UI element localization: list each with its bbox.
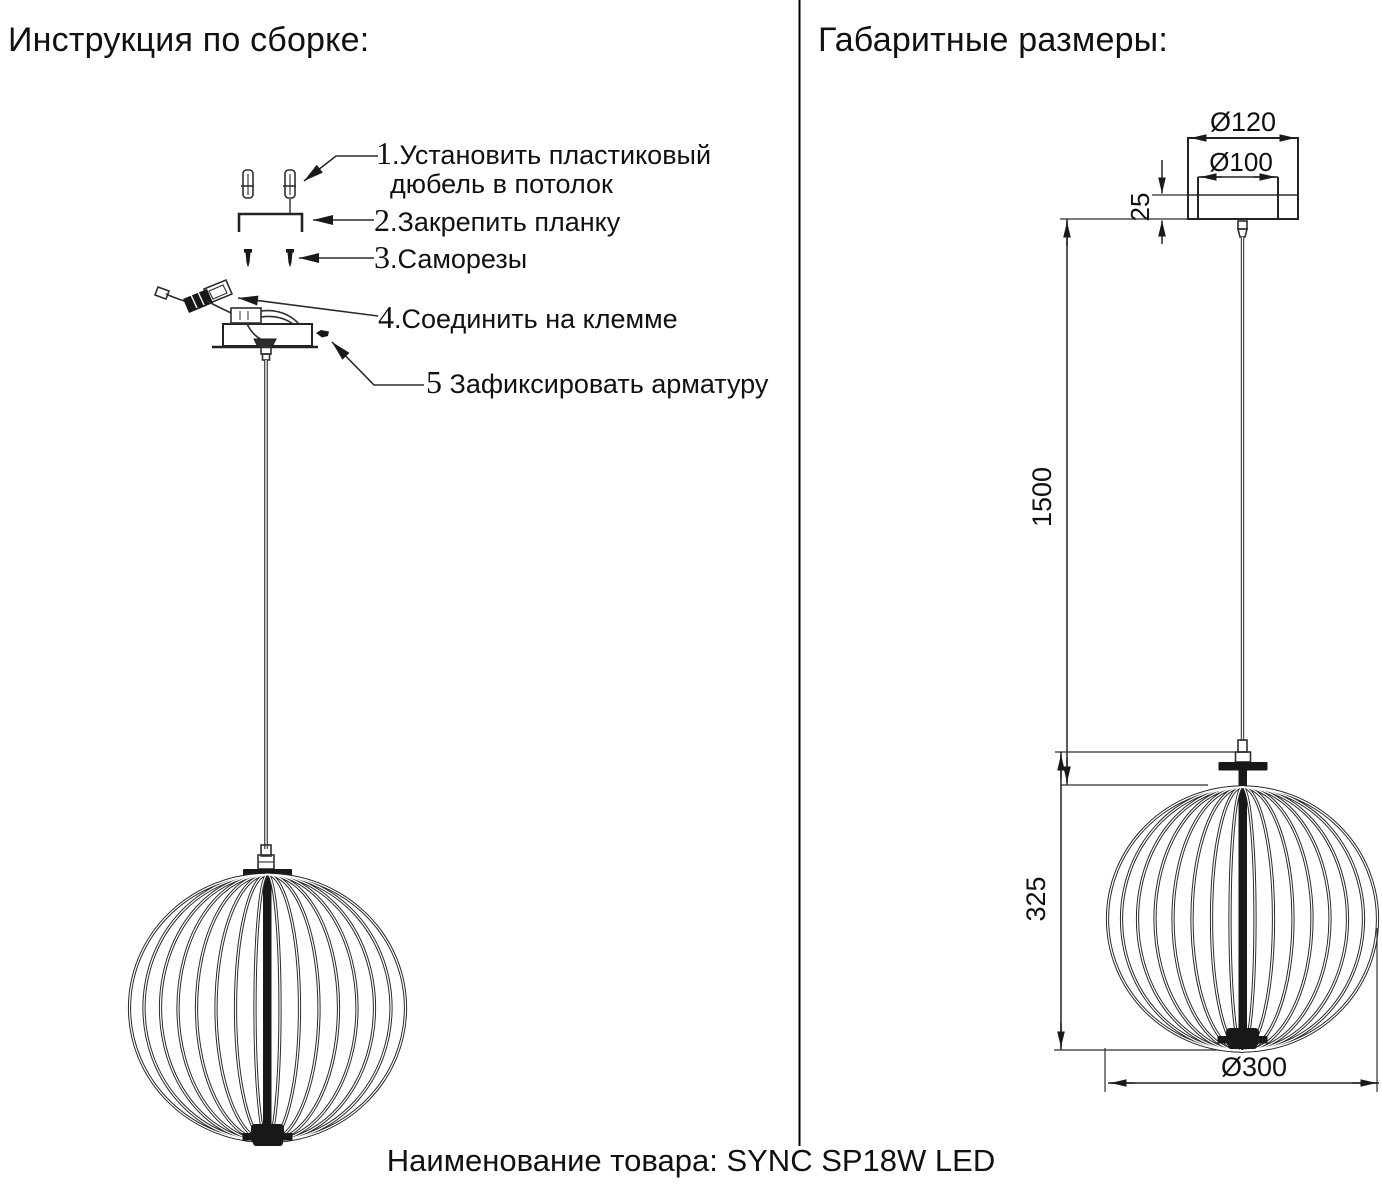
step-number: 1 [376,135,392,171]
sphere-center-rod [263,877,272,1134]
step-text: Установить пластиковый [399,140,712,170]
dimension-drawing: Ø120 Ø100 25 [1021,107,1380,1092]
step-text: Закрепить планку [397,207,621,237]
dim-suspension-length: 1500 [1027,218,1188,785]
step-text: Зафиксировать арматуру [449,369,769,399]
sphere-center-rod [1238,770,1247,1032]
power-plug [183,289,213,313]
terminal-block [230,307,262,324]
cage-sphere-right [1105,739,1380,1053]
suspension-wire-right [1236,220,1249,741]
fixing-screw [316,330,329,338]
canopy-outer-diameter-label: Ø120 [1210,107,1276,137]
body-height-label: 325 [1021,876,1051,921]
assembly-section-title: Инструкция по сборке: [8,21,370,59]
leader-lines [237,155,424,386]
dim-canopy-outer: Ø120 [1190,107,1296,142]
stem-cap [253,338,277,348]
plastic-dowels [241,169,296,199]
step-text: дюбель в потолок [390,169,613,199]
wire-plug-to-terminal [206,300,232,314]
assembly-step-4: 4.Соединить на клемме [378,299,678,335]
leader-step-5 [331,341,424,386]
assembly-step-1-line2: дюбель в потолок [390,169,613,200]
cage-sphere-left [127,844,408,1146]
canopy-height-label: 25 [1125,193,1155,222]
step-text: Соединить на клемме [401,304,678,334]
step-number: 2 [374,202,390,238]
assembly-step-2: 2.Закрепить планку [374,202,621,238]
sphere-bottom-cap [1217,1036,1268,1044]
step-number: 5 [426,364,442,400]
assembly-step-3: 3.Саморезы [374,239,528,275]
assembly-drawing [127,155,424,1146]
step-number: 4 [378,299,394,335]
step-text: Саморезы [397,244,528,274]
dim-canopy-height: 25 [1125,160,1188,244]
cage-wires-highlight [1106,786,1379,1052]
sphere-top-cap [1218,762,1268,771]
dimensions-section-title: Габаритные размеры: [818,21,1168,59]
mounting-bracket [237,199,304,232]
suspension-length-label: 1500 [1027,467,1057,527]
canopy-dimension-view [1187,137,1299,220]
wire-terminal-to-canopy [260,309,300,325]
step-number: 3 [374,239,390,275]
dim-sphere-diameter: Ø300 [1104,928,1379,1092]
assembly-step-1: 1.Установить пластиковый [376,135,712,171]
canopy-inner-diameter-label: Ø100 [1209,147,1273,177]
sphere-diameter-label: Ø300 [1221,1052,1287,1082]
assembly-step-5: 5 Зафиксировать арматуру [426,364,768,401]
leader-step-1 [303,155,378,182]
product-name-label: Наименование товара: SYNC SP18W LED [386,1143,996,1178]
dim-canopy-inner: Ø100 [1198,147,1278,181]
sphere-bottom-cap [242,1133,293,1141]
screws [244,249,294,268]
leader-step-4 [237,295,379,317]
canopy-assembly [153,278,329,361]
